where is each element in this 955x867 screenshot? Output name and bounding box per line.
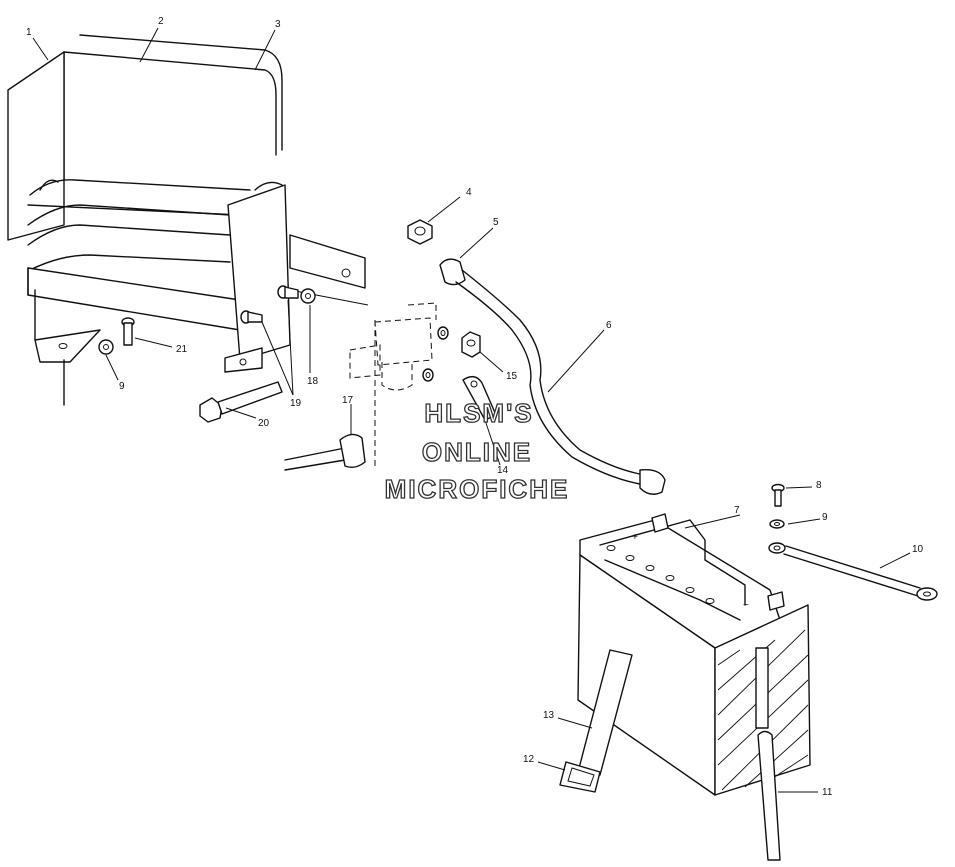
callout-7: 7 — [734, 505, 740, 516]
callout-15: 15 — [506, 371, 518, 382]
vent-tube-11 — [755, 647, 781, 861]
callout-18: 18 — [307, 376, 319, 387]
battery-strap-13 — [559, 649, 633, 793]
callout-numbers: 1 2 3 4 5 6 7 8 9 10 11 12 13 14 15 17 1… — [26, 16, 924, 798]
bolt-20 — [199, 381, 283, 423]
star-washer-18 — [300, 288, 316, 304]
callout-13: 13 — [543, 710, 555, 721]
callout-9-left: 9 — [119, 381, 125, 392]
ground-cable-10 — [768, 542, 938, 601]
solenoid-block — [349, 302, 437, 470]
callout-6: 6 — [606, 320, 612, 331]
callout-11: 11 — [822, 787, 833, 798]
leader-lines — [32, 27, 911, 793]
screw-8 — [771, 483, 785, 507]
watermark: HLSM'S ONLINE MICROFICHE — [384, 397, 570, 504]
callout-9-right: 9 — [822, 512, 828, 523]
cable-17 — [284, 433, 366, 471]
callout-2: 2 — [158, 16, 164, 27]
watermark-line-3: MICROFICHE — [385, 474, 570, 504]
washer — [422, 326, 449, 382]
battery-box — [7, 34, 369, 406]
callout-21: 21 — [176, 344, 188, 355]
callout-10: 10 — [912, 544, 924, 555]
callout-5: 5 — [493, 217, 499, 228]
screw-21 — [121, 317, 135, 346]
battery-positive-mark: + — [632, 532, 638, 543]
callout-17: 17 — [342, 395, 354, 406]
watermark-line-1: HLSM'S — [424, 398, 533, 428]
callout-19: 19 — [290, 398, 302, 409]
star-washer-9 — [98, 339, 114, 355]
battery-negative-mark: − — [743, 600, 749, 611]
callout-1: 1 — [26, 27, 32, 38]
callout-20: 20 — [258, 418, 270, 429]
terminal-lug-14 — [462, 375, 497, 421]
nut-15 — [461, 331, 481, 358]
callout-4: 4 — [466, 187, 472, 198]
watermark-line-2: ONLINE — [422, 437, 532, 467]
callout-3: 3 — [275, 19, 281, 30]
battery-cable-6 — [439, 258, 666, 495]
callout-14: 14 — [497, 465, 509, 476]
callout-8: 8 — [816, 480, 822, 491]
callout-12: 12 — [523, 754, 535, 765]
nut-4 — [407, 219, 433, 245]
screws-19 — [240, 285, 299, 324]
washer-9-right — [769, 519, 785, 529]
